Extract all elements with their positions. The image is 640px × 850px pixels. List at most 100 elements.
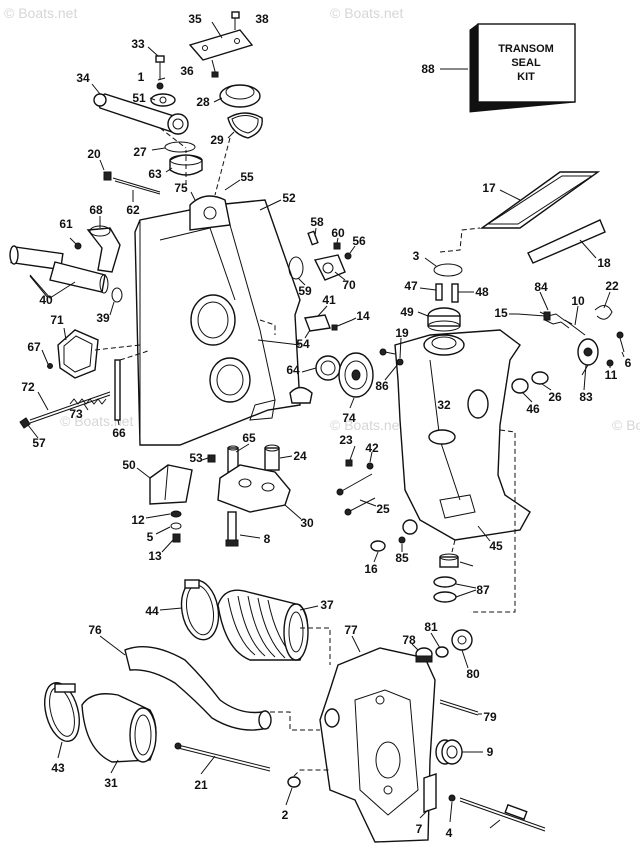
callout-84: 84 bbox=[534, 280, 548, 294]
washer-85 bbox=[398, 536, 406, 544]
callout-75: 75 bbox=[174, 181, 188, 195]
callout-52: 52 bbox=[282, 191, 296, 205]
callout-26: 26 bbox=[548, 390, 562, 404]
dashed-guide-bottom bbox=[270, 627, 331, 777]
callout-5: 5 bbox=[147, 530, 154, 544]
callout-8: 8 bbox=[264, 532, 271, 546]
bushing-26 bbox=[531, 371, 549, 385]
o-ring-3 bbox=[433, 263, 463, 277]
kit-line-3: KIT bbox=[517, 71, 535, 83]
callout-51: 51 bbox=[132, 91, 146, 105]
cover-plate-35 bbox=[188, 21, 254, 61]
screw-13 bbox=[172, 533, 181, 543]
washers-87 bbox=[433, 576, 457, 603]
shift-cable-21-left bbox=[174, 742, 271, 772]
callout-29: 29 bbox=[210, 133, 224, 147]
callout-36: 36 bbox=[180, 64, 194, 78]
screw-36 bbox=[211, 59, 219, 78]
washer-4 bbox=[448, 794, 456, 802]
plate-50 bbox=[149, 464, 193, 505]
bell-housing-77 bbox=[319, 647, 455, 843]
bolt-8 bbox=[225, 511, 239, 547]
pin-66 bbox=[114, 359, 121, 421]
screw-67 bbox=[47, 363, 53, 369]
callout-15: 15 bbox=[494, 306, 508, 320]
callout-33: 33 bbox=[131, 37, 145, 51]
callout-74: 74 bbox=[342, 411, 356, 425]
callout-49: 49 bbox=[400, 305, 414, 319]
transom-seal-kit-box: TRANSOM SEAL KIT 88 bbox=[421, 23, 576, 113]
callout-17: 17 bbox=[482, 181, 496, 195]
callout-58: 58 bbox=[310, 215, 324, 229]
callout-62: 62 bbox=[126, 203, 140, 217]
callout-3: 3 bbox=[413, 249, 420, 263]
callout-24: 24 bbox=[293, 449, 307, 463]
callout-64: 64 bbox=[286, 363, 300, 377]
bushing-46-lower bbox=[439, 553, 459, 568]
screw-6 bbox=[616, 331, 625, 353]
bushing-51 bbox=[150, 93, 176, 107]
stud-62 bbox=[112, 177, 161, 195]
callout-11: 11 bbox=[605, 368, 618, 382]
callout-46: 46 bbox=[526, 402, 540, 416]
callout-76: 76 bbox=[88, 623, 102, 637]
water-tube-40 bbox=[9, 245, 109, 299]
callout-61: 61 bbox=[59, 217, 73, 231]
screw-14 bbox=[331, 319, 353, 331]
exhaust-hose-76 bbox=[124, 645, 272, 731]
cap-28 bbox=[219, 84, 261, 108]
callout-32: 32 bbox=[437, 398, 451, 412]
callout-87: 87 bbox=[476, 583, 490, 597]
nut-60 bbox=[333, 242, 341, 250]
leader-lines bbox=[27, 77, 377, 553]
callout-48: 48 bbox=[475, 285, 489, 299]
callout-6: 6 bbox=[625, 356, 632, 370]
water-tube-seal-68 bbox=[86, 225, 121, 273]
callout-56: 56 bbox=[352, 234, 366, 248]
bolt-33 bbox=[147, 46, 165, 80]
callout-65: 65 bbox=[242, 431, 256, 445]
callout-50: 50 bbox=[122, 458, 136, 472]
bearing-49 bbox=[427, 307, 461, 332]
callout-42: 42 bbox=[365, 441, 379, 455]
callout-35: 35 bbox=[188, 12, 202, 26]
callout-13: 13 bbox=[148, 549, 162, 563]
callout-63: 63 bbox=[148, 167, 162, 181]
screw-19 bbox=[379, 348, 396, 356]
clamp-44 bbox=[180, 579, 220, 641]
shift-link-25 bbox=[336, 473, 376, 516]
callout-28: 28 bbox=[196, 95, 210, 109]
gasket-71 bbox=[57, 329, 99, 379]
rod-72 bbox=[29, 391, 111, 424]
screw-61 bbox=[69, 237, 82, 250]
clamp-43 bbox=[44, 682, 80, 742]
callout-19: 19 bbox=[395, 326, 409, 340]
callout-83: 83 bbox=[579, 390, 593, 404]
yoke-30 bbox=[217, 464, 291, 513]
washer-81 bbox=[435, 646, 449, 658]
callout-47: 47 bbox=[404, 279, 418, 293]
screw-53 bbox=[207, 454, 216, 463]
callout-14: 14 bbox=[356, 309, 370, 323]
bracket-41 bbox=[304, 314, 331, 332]
switch-83 bbox=[577, 338, 599, 376]
callout-81: 81 bbox=[424, 620, 438, 634]
callout-38: 38 bbox=[255, 12, 269, 26]
callout-86: 86 bbox=[375, 379, 389, 393]
screw-11 bbox=[606, 359, 614, 367]
callout-45: 45 bbox=[489, 539, 503, 553]
nut-16 bbox=[370, 540, 386, 552]
bushing-24 bbox=[264, 444, 280, 471]
callout-80: 80 bbox=[466, 667, 480, 681]
plug-78 bbox=[415, 647, 433, 663]
callout-4: 4 bbox=[446, 826, 453, 840]
dashed-guide-upper bbox=[159, 127, 231, 196]
washer-2 bbox=[287, 776, 301, 788]
clip-10 bbox=[564, 319, 586, 336]
nut-57 bbox=[19, 417, 31, 429]
callout-70: 70 bbox=[342, 278, 356, 292]
callout-73: 73 bbox=[69, 407, 83, 421]
screw-86 bbox=[396, 358, 404, 366]
washer-80 bbox=[451, 629, 473, 651]
